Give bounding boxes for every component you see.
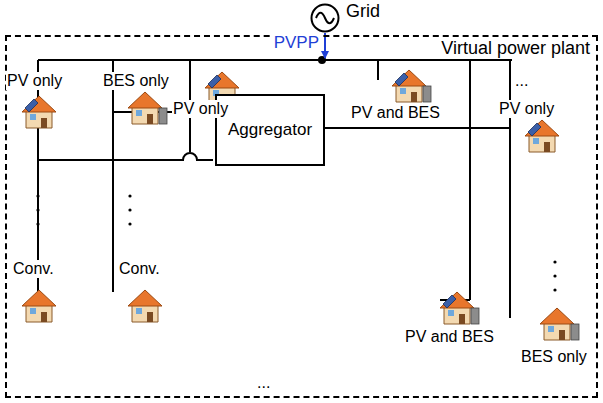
ellipsis: ... [256,374,271,392]
house-label: Conv. [118,260,161,278]
feeder-line [112,60,114,292]
vpp-boundary: Virtual power plantAggregator [5,35,598,398]
house-icon [128,290,162,322]
source-circle [310,3,340,33]
house-icon [22,96,56,128]
house-label: PV and BES [350,104,441,122]
house-label: PV only [6,72,63,90]
house-icon [392,70,431,102]
house-icon [525,120,559,152]
ellipsis-dot [128,222,131,225]
house-label: PV and BES [404,328,495,346]
ellipsis-dot [128,194,131,197]
feeder-line [377,60,379,80]
ellipsis-dot [553,288,556,291]
feeder-line [469,60,471,300]
house-icon [440,292,479,324]
ellipsis-dot [36,222,39,225]
house-icon [22,290,56,322]
source-label: Grid [346,1,380,22]
feeder-line [190,59,205,61]
house-label: BES only [102,72,170,90]
feeder-line [509,60,511,318]
ellipsis-dot [553,260,556,263]
house-label: BES only [520,348,588,366]
ellipsis: ... [514,72,529,90]
ellipsis-dot [36,194,39,197]
ellipsis-dot [128,208,131,211]
control-line [323,127,510,129]
ellipsis-dot [36,208,39,211]
house-label: PV only [172,100,229,118]
boundary-title: Virtual power plant [439,38,592,59]
house-label: PV only [498,100,555,118]
power-label: PVPP [273,34,320,52]
box-label: Aggregator [228,120,312,140]
aggregator-box: Aggregator [215,94,325,166]
ellipsis-dot [553,274,556,277]
feeder-line [37,60,39,292]
grid-source: Grid [310,3,340,33]
house-label: Conv. [12,260,55,278]
house-icon [128,92,167,124]
house-icon [540,308,579,340]
bus-line [38,59,512,61]
control-line-hop [38,153,213,160]
